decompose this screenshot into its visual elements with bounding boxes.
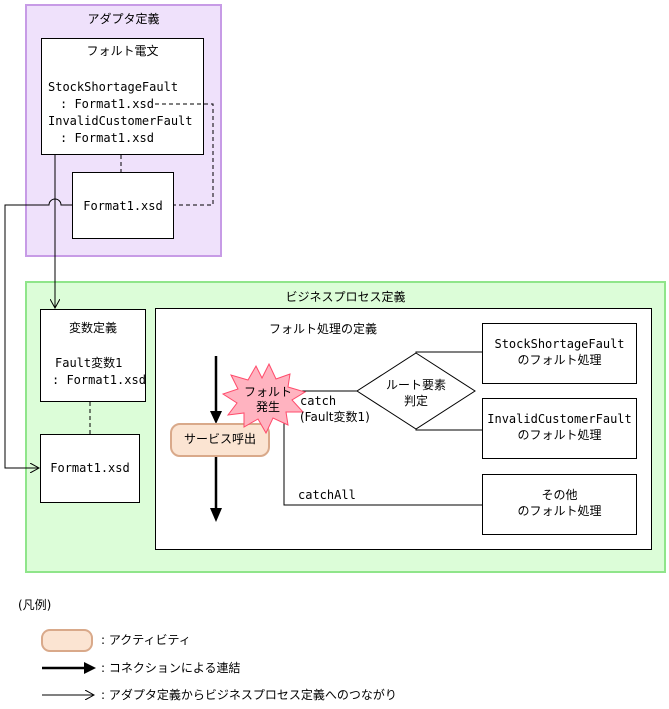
root-decision-line-2: 判定 xyxy=(403,394,428,408)
flow-arrow-out-head xyxy=(210,508,222,522)
handler-other-line-2: のフォルト処理 xyxy=(517,504,602,518)
fault-handling-title: フォルト処理の定義 xyxy=(269,322,378,336)
business-xsd-box xyxy=(40,434,140,503)
root-decision-line-1: ルート要素 xyxy=(385,378,446,392)
variable-definition-title: 変数定義 xyxy=(68,321,117,335)
legend-activity-text: : アクティビティ xyxy=(101,633,191,647)
legend-connection-text: : コネクションによる連結 xyxy=(101,661,241,675)
handler-stock-shortage-line-2: のフォルト処理 xyxy=(517,353,602,367)
handler-invalid-customer-line-2: のフォルト処理 xyxy=(517,428,602,442)
fault-burst-line-1: フォルト xyxy=(243,385,292,399)
fault-message-line-4: : Format1.xsd xyxy=(48,131,154,145)
handler-other xyxy=(482,474,637,535)
adapter-xsd-label: Format1.xsd xyxy=(83,199,163,213)
legend-title: (凡例) xyxy=(18,598,52,612)
fault-message-line-1: StockShortageFault xyxy=(48,80,179,94)
variable-line-1: Fault変数1 xyxy=(55,356,123,370)
variable-line-2: : Format1.xsd xyxy=(52,373,146,387)
adapter-definition-title: アダプタ定義 xyxy=(87,12,160,26)
fault-message-box xyxy=(41,38,204,155)
catch-all-line xyxy=(283,422,482,506)
flow-arrow-in-head xyxy=(210,411,222,424)
variable-definition-box xyxy=(40,309,146,402)
handler-invalid-customer-line-1: InvalidCustomerFault xyxy=(487,412,632,426)
dashed-link-format-1 xyxy=(155,103,214,206)
decision-to-invalid-line xyxy=(415,429,482,431)
service-call-activity-shape xyxy=(170,423,270,457)
fault-message-line-3: InvalidCustomerFault xyxy=(48,114,193,128)
handler-invalid-customer xyxy=(482,398,637,459)
handler-stock-shortage-line-1: StockShortageFault xyxy=(494,337,625,351)
adapter-xsd-to-business-xsd-arrow xyxy=(4,198,72,468)
service-call-label: サービス呼出 xyxy=(183,432,256,446)
decision-to-stock-line xyxy=(415,351,482,353)
fault-message-line-2: : Format1.xsd xyxy=(48,97,154,111)
legend-connection-head xyxy=(84,662,96,674)
adapter-xsd-box xyxy=(72,172,174,239)
legend-link-text: : アダプタ定義からビジネスプロセス定義へのつながり xyxy=(101,688,397,702)
handler-stock-shortage xyxy=(482,323,637,384)
business-process-title: ビジネスプロセス定義 xyxy=(285,290,406,304)
fault-message-title: フォルト電文 xyxy=(86,44,159,58)
catch-all-label: catchAll xyxy=(298,488,356,502)
fault-burst-line-2: 発生 xyxy=(255,400,280,414)
catch-label-2: (Fault変数1) xyxy=(300,410,370,424)
legend-activity-icon xyxy=(41,629,93,652)
catch-label-1: catch xyxy=(300,394,337,408)
handler-other-line-1: その他 xyxy=(541,488,578,502)
fault-burst-shape xyxy=(221,362,307,435)
business-xsd-label: Format1.xsd xyxy=(50,461,130,475)
